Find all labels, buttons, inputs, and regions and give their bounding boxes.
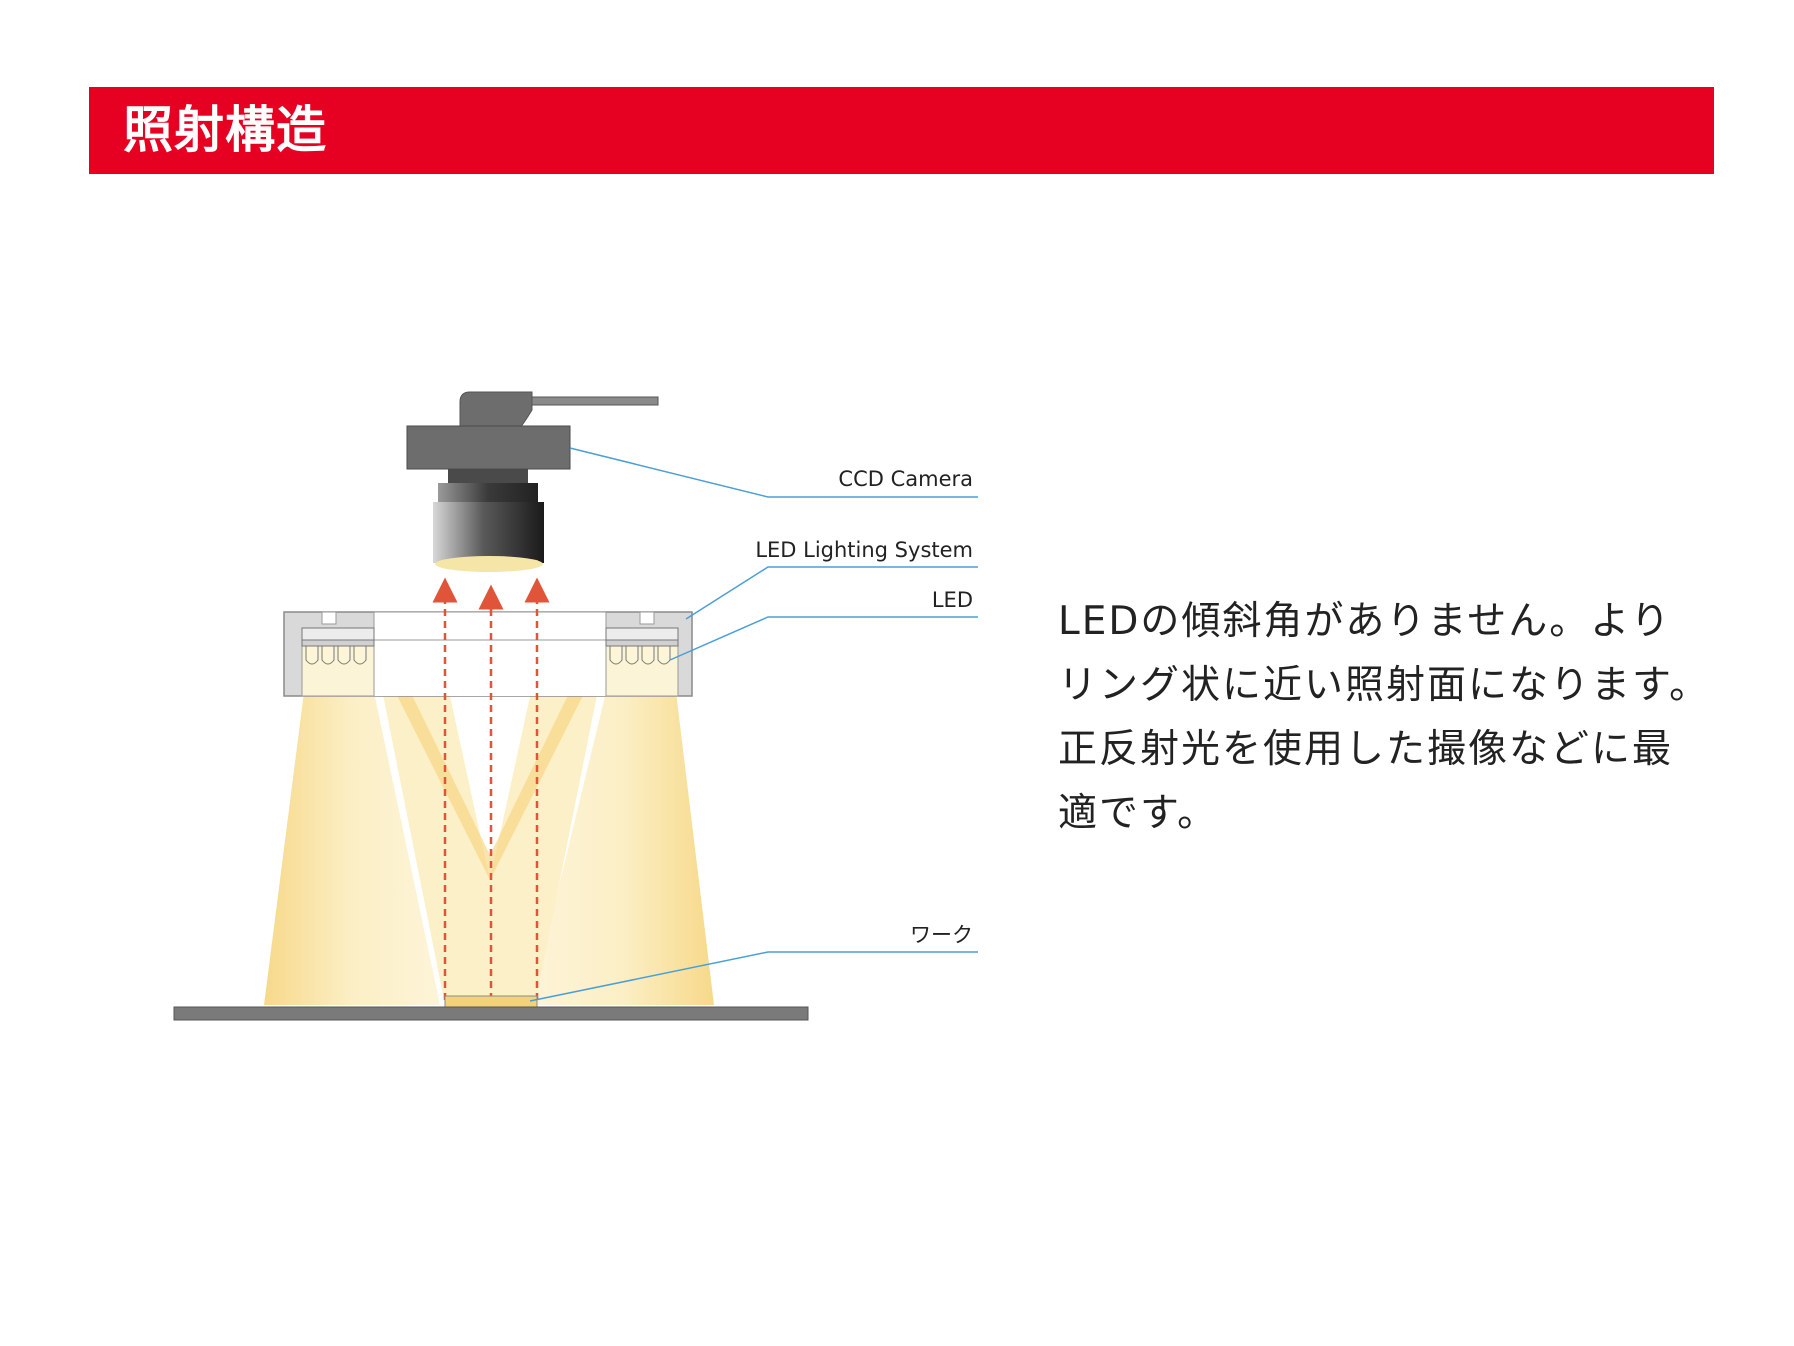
lens-glass [435,556,543,572]
description-line: 正反射光を使用した撮像などに最 [1058,727,1674,772]
description-line: 適です。 [1058,791,1219,836]
label-led: LED [932,588,973,612]
page-title: 照射構造 [123,101,327,159]
stage [173,1006,809,1021]
leader-led [669,616,978,661]
description-line: LEDの傾斜角がありません。より [1058,599,1672,644]
leader-lighting-system [685,566,978,620]
ccd-camera [406,391,659,572]
label-ccd-camera: CCD Camera [838,467,973,491]
reflected-light-arrows [432,577,550,1000]
lens-mount [448,469,528,485]
label-led-lighting-system: LED Lighting System [755,538,973,562]
description-line: リング状に近い照射面になります。 [1058,663,1711,708]
camera-cable [529,396,659,406]
led-board-left [301,627,375,641]
leader-lines [529,447,978,1002]
camera-body [406,425,571,470]
lens-barrel [433,502,544,563]
camera-connector [459,391,533,429]
led-array-right [609,645,671,665]
work-piece [444,995,538,1008]
description-text: LEDの傾斜角がありません。より リング状に近い照射面になります。 正反射光を使… [1058,590,1711,846]
leader-work [529,951,978,1002]
lens-ring [438,483,538,503]
led-lighting-system [283,611,693,697]
light-beams [264,650,714,1005]
led-board-right [605,627,679,641]
led-array-left [305,645,367,665]
outer-light-cone-left [264,692,440,1005]
leader-camera [569,447,978,498]
header-bar: 照射構造 [89,87,1714,174]
outer-light-cone-right [530,692,714,1005]
label-work: ワーク [910,923,973,947]
